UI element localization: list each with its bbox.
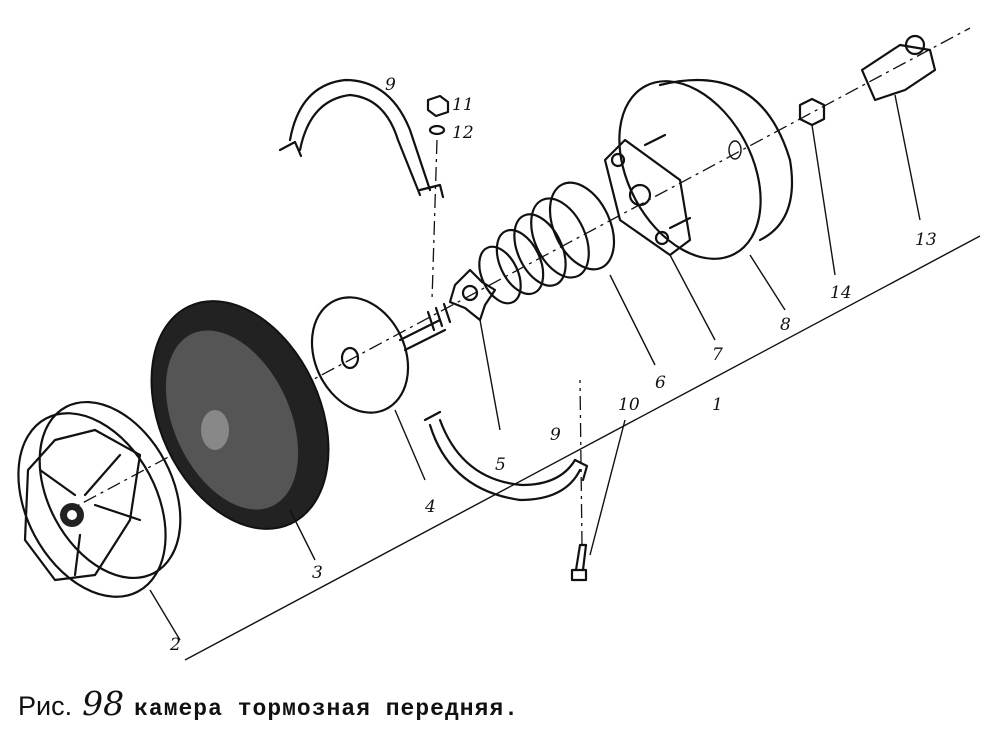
- lock-nut-part: [798, 97, 836, 276]
- spring-part: [478, 181, 656, 366]
- callout-13: 13: [915, 230, 937, 250]
- housing-part: [618, 78, 794, 311]
- callout-6: 6: [655, 373, 666, 393]
- callout-9-upper: 9: [385, 75, 396, 95]
- callout-3: 3: [312, 563, 323, 583]
- callout-8: 8: [780, 315, 791, 335]
- caption-prefix: Рис.: [18, 691, 73, 721]
- caption-number: 98: [82, 684, 125, 723]
- pushrod-disc-part: [310, 296, 452, 481]
- diaphragm-part: [150, 300, 330, 561]
- callout-5: 5: [495, 455, 506, 475]
- front-cover-part: [17, 400, 182, 641]
- clevis-fork-part: [860, 34, 937, 221]
- callout-1: 1: [712, 395, 723, 415]
- washer-part: [448, 268, 501, 431]
- reference-line: [184, 235, 981, 661]
- callout-2: 2: [169, 635, 181, 655]
- callout-9-lower: 9: [550, 425, 561, 445]
- exploded-diagram: 1 2 3 4 5 6 7 8 9 9 10 11 12 13 14: [17, 27, 981, 661]
- flange-plate-part: [603, 133, 716, 341]
- callout-11: 11: [452, 95, 474, 115]
- callout-4: 4: [424, 497, 436, 517]
- callout-10: 10: [618, 395, 640, 415]
- caption-text: камера тормозная передняя.: [134, 696, 519, 722]
- callout-12: 12: [452, 123, 474, 143]
- figure-caption: Рис. 98 камера тормозная передняя.: [18, 684, 918, 732]
- clamp-band-lower-part: [423, 410, 589, 502]
- clamp-band-upper-part: [278, 78, 445, 199]
- callout-14: 14: [830, 283, 852, 303]
- callout-7: 7: [712, 345, 723, 365]
- nut-washer-part: [426, 94, 450, 301]
- bolt-part: [570, 379, 626, 582]
